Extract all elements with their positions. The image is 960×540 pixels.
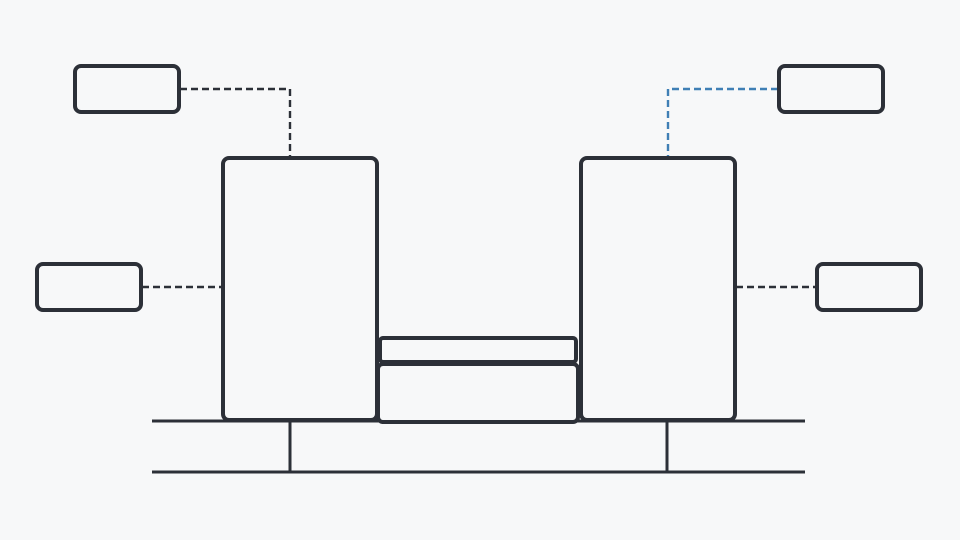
right-block (579, 156, 737, 422)
leader-line-top-left (180, 87, 292, 156)
center-bridge (376, 336, 580, 424)
bridge-top-plate (378, 336, 578, 364)
base-frame (152, 419, 805, 474)
callout-middle-right (815, 262, 923, 312)
leader-line-top-right (666, 87, 778, 156)
callout-top-left (73, 64, 181, 114)
bridge-lower-block (376, 362, 580, 424)
callout-middle-left (35, 262, 143, 312)
callout-top-right (777, 64, 885, 114)
left-block (221, 156, 379, 422)
